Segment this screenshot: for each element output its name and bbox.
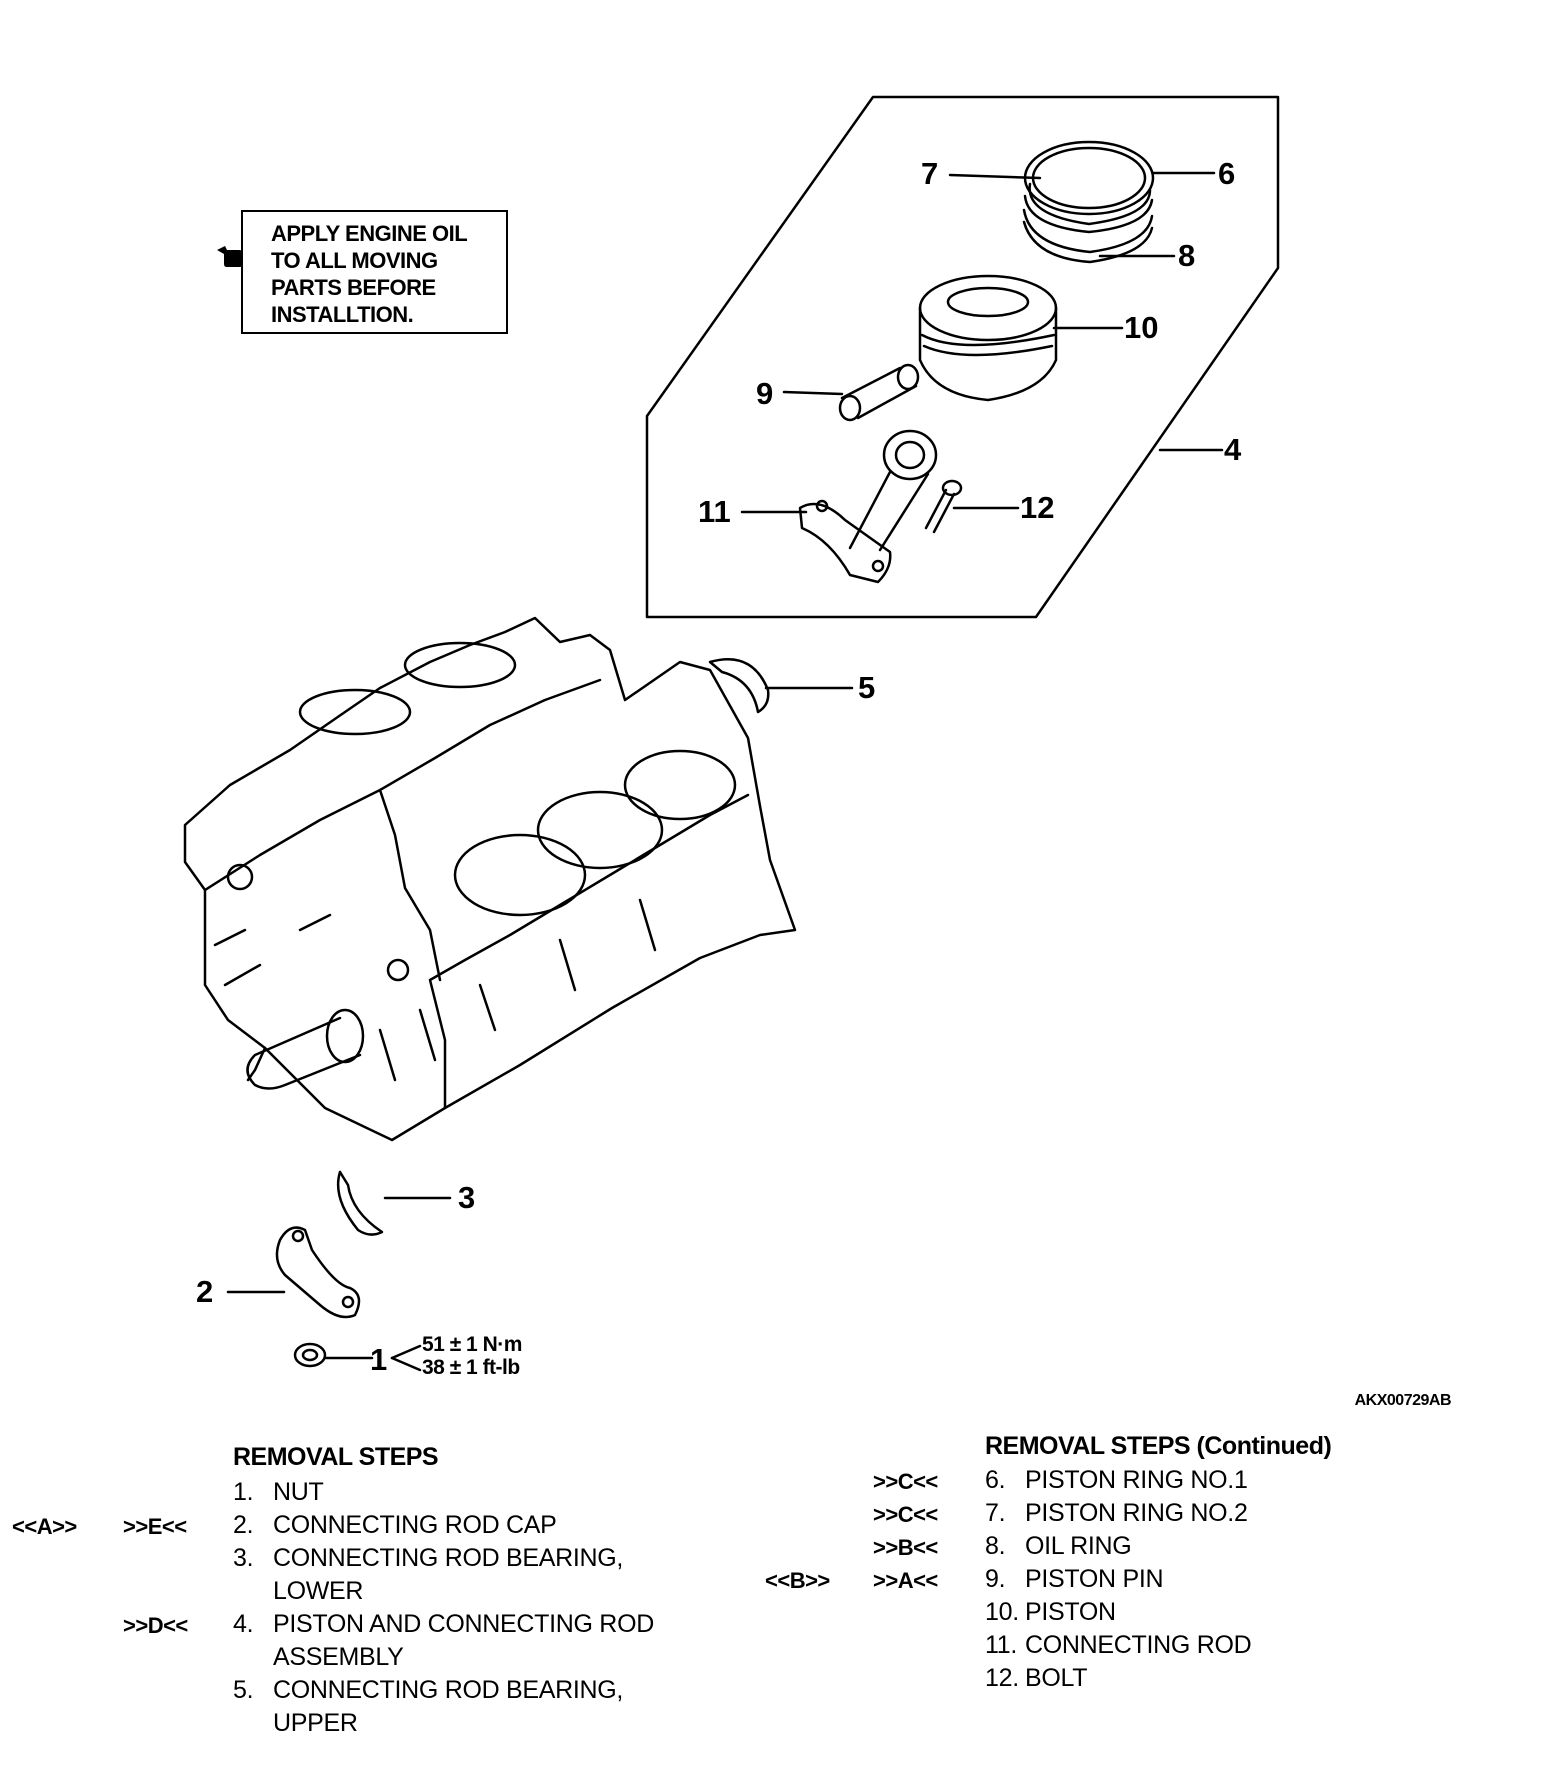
callout-11: 11 — [698, 494, 731, 529]
piston-ring-no1-drawing — [1023, 140, 1155, 216]
step-11: 11.CONNECTING ROD — [985, 1631, 1252, 1659]
step-1: 1.NUT — [233, 1478, 324, 1506]
step-8: 8.OIL RING — [985, 1532, 1132, 1560]
torque-imperial: 38 ± 1 ft-lb — [422, 1356, 520, 1379]
callout-2: 2 — [196, 1274, 214, 1309]
bolt-drawing — [924, 479, 963, 534]
step-4: 4.PISTON AND CONNECTING ROD — [233, 1610, 654, 1638]
piston-drawing — [918, 274, 1058, 402]
callout-5: 5 — [858, 670, 876, 705]
step-6: 6.PISTON RING NO.1 — [985, 1466, 1248, 1494]
callout-3: 3 — [458, 1180, 476, 1215]
step-5: 5.CONNECTING ROD BEARING, — [233, 1676, 624, 1704]
connecting-rod-cap-drawing — [275, 1226, 361, 1319]
connecting-rod-drawing — [798, 429, 938, 584]
torque-metric: 51 ± 1 N·m — [422, 1333, 522, 1356]
step-4-code-1: >>D<< — [123, 1613, 188, 1638]
callout-12: 12 — [1020, 490, 1055, 525]
step-9-code-2: >>A<< — [873, 1568, 938, 1593]
step-4-continued: ASSEMBLY — [273, 1643, 404, 1671]
step-10: 10.PISTON — [985, 1598, 1116, 1626]
removal-steps-title: REMOVAL STEPS — [233, 1443, 439, 1471]
callout-10: 10 — [1124, 310, 1159, 345]
nut-drawing — [293, 1342, 327, 1368]
lower-bearing-drawing — [336, 1170, 384, 1236]
step-7: 7.PISTON RING NO.2 — [985, 1499, 1248, 1527]
oil-can-icon — [217, 246, 243, 267]
piston-assembly-frame — [645, 95, 1280, 619]
step-9: 9.PISTON PIN — [985, 1565, 1164, 1593]
step-2: 2.CONNECTING ROD CAP — [233, 1511, 557, 1539]
callout-8: 8 — [1178, 238, 1196, 273]
piston-ring-no2-drawing — [1023, 182, 1154, 234]
figure-code: AKX00729AB — [1354, 1392, 1452, 1409]
engine-block-drawing — [183, 616, 797, 1142]
step-6-code-1: >>C<< — [873, 1469, 938, 1494]
step-5-continued: UPPER — [273, 1709, 358, 1737]
step-9-code-1: <<B>> — [765, 1568, 830, 1593]
note-text: APPLY ENGINE OIL TO ALL MOVING PARTS BEF… — [271, 221, 468, 327]
callout-1: 1 — [370, 1342, 388, 1377]
callout-4: 4 — [1224, 432, 1242, 467]
oil-ring-drawing — [1022, 208, 1154, 264]
upper-bearing-drawing — [708, 657, 770, 714]
leader-lines — [226, 171, 1224, 1372]
step-3-continued: LOWER — [273, 1577, 364, 1605]
step-2-code-1: <<A>> — [12, 1514, 77, 1539]
step-3: 3.CONNECTING ROD BEARING, — [233, 1544, 624, 1572]
callout-7: 7 — [921, 156, 939, 191]
step-7-code-1: >>C<< — [873, 1502, 938, 1527]
step-12: 12.BOLT — [985, 1664, 1088, 1692]
removal-steps-continued-title: REMOVAL STEPS (Continued) — [985, 1432, 1332, 1460]
callout-9: 9 — [756, 376, 774, 411]
step-8-code-1: >>B<< — [873, 1535, 938, 1560]
piston-pin-drawing — [838, 363, 920, 422]
oil-application-note: APPLY ENGINE OIL TO ALL MOVING PARTS BEF… — [217, 210, 508, 334]
step-2-code-2: >>E<< — [123, 1514, 187, 1539]
callout-6: 6 — [1218, 156, 1236, 191]
